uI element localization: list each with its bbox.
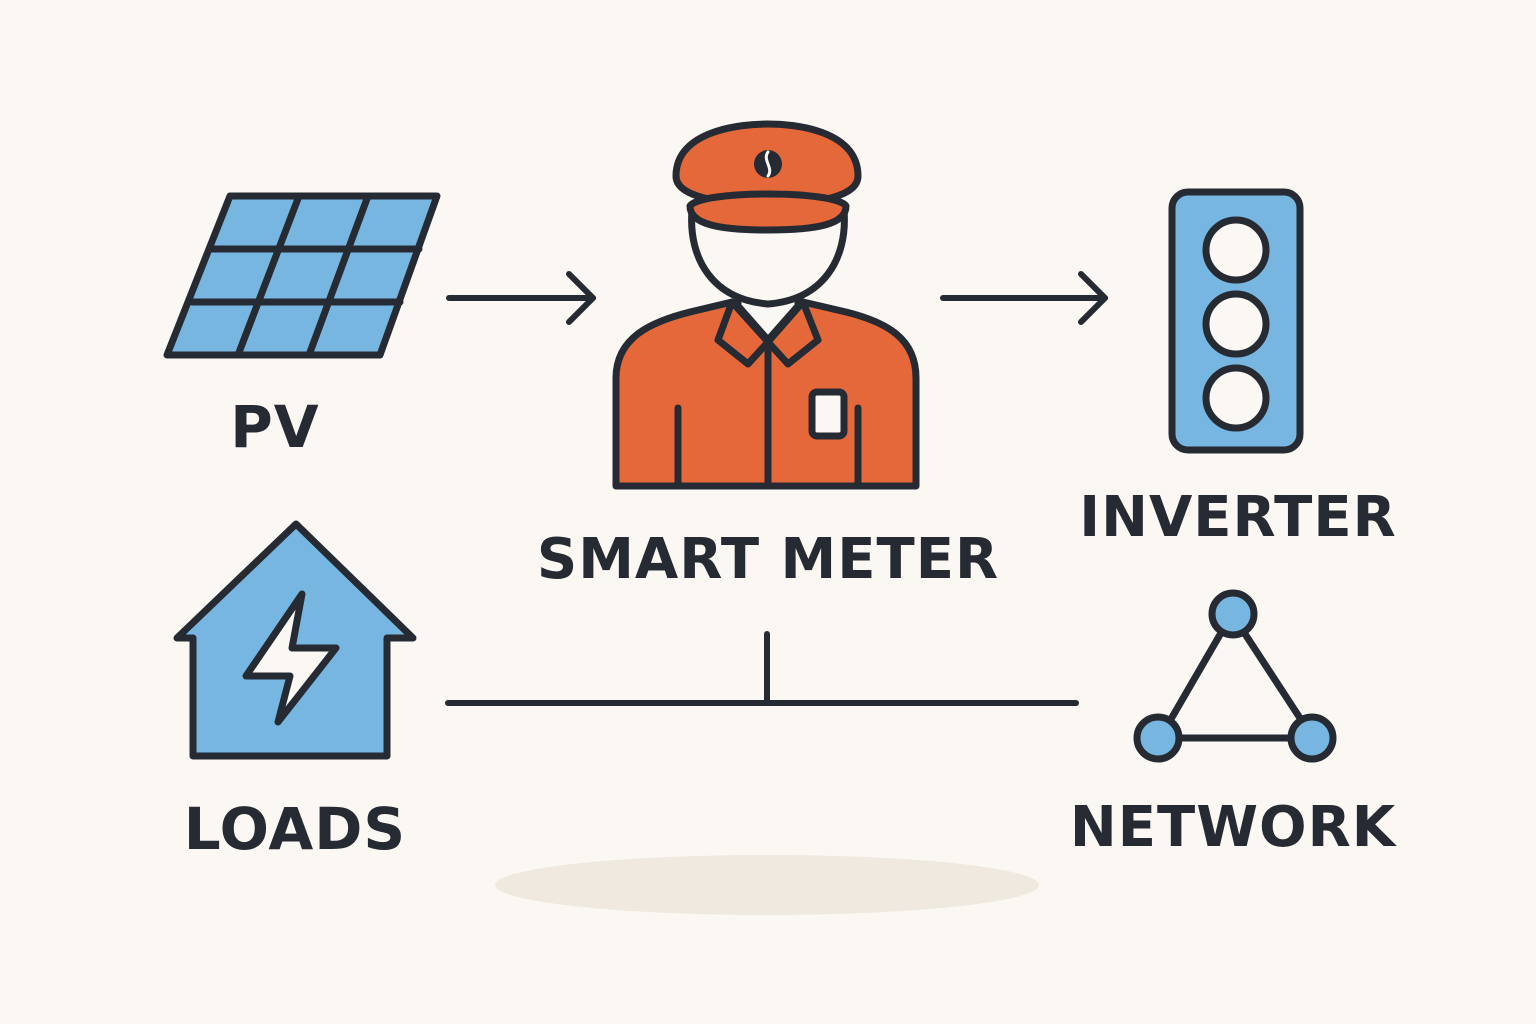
uniformed-person-icon	[612, 120, 920, 490]
arrow-meter-to-inverter	[940, 271, 1108, 325]
ground-shadow	[495, 855, 1039, 915]
house-lightning-icon	[173, 520, 417, 760]
solar-panel-icon	[163, 192, 441, 359]
bus-connection-line	[445, 631, 1079, 706]
network-label: NETWORK	[1069, 795, 1397, 860]
inverter-label: INVERTER	[1079, 485, 1397, 550]
smart-meter-label: SMART METER	[536, 527, 1000, 592]
triangle-network-icon	[1133, 589, 1337, 763]
pv-label: PV	[230, 393, 320, 461]
loads-label: LOADS	[183, 795, 407, 863]
arrow-pv-to-meter	[446, 271, 596, 325]
traffic-light-icon	[1168, 188, 1304, 454]
